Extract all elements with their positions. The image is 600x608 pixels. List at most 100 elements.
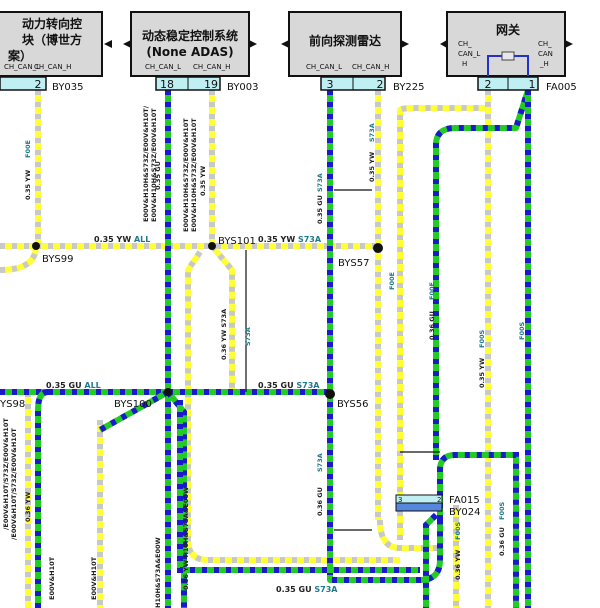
vlabel-esc-gu: 0.35 GU — [154, 161, 162, 190]
vlabel-radar-gu-code: S73A — [316, 173, 324, 192]
esc-pin-a: 18 — [160, 78, 174, 91]
vlabel-mid-yw-code: F00E — [388, 272, 396, 290]
gateway-can-l-c: H — [462, 60, 467, 68]
wire-label-mid-left: 0.35 GU ALL — [46, 381, 101, 390]
radar-pin-a: 3 — [327, 78, 334, 91]
vlabel-left-yw: 0.36 YW — [24, 492, 32, 522]
esc-can-l: CH_CAN_L — [145, 63, 181, 71]
resistor-icon — [487, 51, 529, 76]
vlabel-center-yw-code: F00S — [478, 330, 486, 348]
label-bys56: BYS56 — [337, 399, 369, 410]
vlabel-left-long-b: /E00V&H10T/S73Z/E00V&H10T — [10, 428, 18, 540]
vlabel-radar-gu: 0.35 GU — [316, 195, 324, 224]
vlabel-lower-yw-code: F00S — [454, 522, 462, 540]
wire-dash — [327, 90, 443, 583]
vlabel-right-gu: 0.36 GU — [428, 311, 436, 340]
inline-pin-b: 2 — [437, 496, 441, 504]
gateway-pin-a: 2 — [485, 78, 492, 91]
esc-title-line1: 动态稳定控制系统 — [142, 28, 238, 43]
vlabel-left-long-a: /E00V&H10T/S73Z/E00V&H10T — [2, 418, 10, 530]
gateway-can-h-a: CH_ — [538, 40, 552, 48]
vlabel-lower-yw: 0.36 YW — [454, 550, 462, 580]
vlabel-lower-radar-code: S73A — [316, 453, 324, 472]
eps-title-line3: 案） — [7, 48, 32, 63]
eps-title-line2: 块（博世方 — [22, 32, 82, 47]
wire-dash — [185, 250, 400, 563]
eps-arrow-icon — [104, 40, 112, 48]
gateway-can-h-b: CAN — [538, 50, 553, 58]
vlabel-s73a: S73A — [244, 327, 252, 346]
vlabel-right-gu-code: F00S — [518, 322, 526, 340]
wire-base — [209, 244, 235, 394]
wire-label-top-right: 0.35 YW S73A — [258, 235, 322, 244]
module-gateway[interactable]: 网关 CH_ CAN_L H CH_ CAN _H 2 1 FA005 — [440, 11, 577, 93]
wire-dash — [377, 519, 440, 551]
wire-dash — [177, 400, 420, 573]
radar-arrow-right-icon — [401, 40, 409, 48]
vlabel-esc-long-a: E00V&H10H&S73Z/E00V&H10T/ — [142, 105, 150, 222]
splice-bys99 — [32, 242, 40, 250]
eps-connector: BY035 — [52, 82, 84, 93]
wire-dash — [397, 90, 491, 540]
radar-can-l: CH_CAN_L — [306, 63, 342, 71]
module-radar[interactable]: 前向探测雷达 CH_CAN_L CH_CAN_H 3 2 BY225 — [281, 11, 425, 93]
vlabel-eps-yw: 0.35 YW — [24, 170, 32, 200]
vertical-labels: 0.35 YW F00E E00V&H10H&S73Z/E00V&H10T/ E… — [2, 105, 526, 608]
gateway-pin-b: 1 — [529, 78, 536, 91]
vlabel-bot-yw-code: E00V&H10T — [48, 556, 56, 600]
vlabel-radar-yw-code: S73A — [368, 123, 376, 142]
gateway-can-h-c: _H — [539, 60, 549, 68]
eps-can-l: CH_CAN_L — [4, 63, 40, 71]
wire-label-bottom: 0.35 GU S73A — [276, 585, 338, 594]
radar-arrow-left-icon — [281, 40, 289, 48]
wire-dash — [35, 389, 49, 608]
vlabel-mid-gu-code: F00E — [428, 282, 436, 300]
vlabel-center-yw: 0.35 YW — [478, 358, 486, 388]
vlabel-yw-s73a: 0.36 YW S73A — [220, 309, 228, 360]
vlabel-radar-yw: 0.35 YW — [368, 152, 376, 182]
inline-pin-a: 3 — [398, 496, 402, 504]
esc-title-line2: (None ADAS) — [146, 45, 233, 59]
radar-pin-b: 2 — [377, 78, 384, 91]
gateway-arrow-left-icon — [440, 40, 447, 48]
inline-connector[interactable]: 3 2 FA015 BY024 — [395, 494, 481, 518]
eps-can-h: CH_CAN_H — [34, 63, 71, 71]
vlabel-bot-code2: E00V&H10T — [90, 556, 98, 600]
splice-dots — [32, 242, 383, 399]
gateway-can-l-b: CAN_L — [458, 50, 480, 58]
vlabel-lower-gu-code: F00S — [498, 502, 506, 520]
vlabel-esc-yw: 0.35 YW — [199, 166, 207, 196]
radar-connector: BY225 — [393, 82, 425, 93]
vlabel-esc-long-b: E00V&H10H&S73Z/E00V&H10T — [150, 108, 158, 222]
label-bys99: BYS99 — [42, 254, 74, 265]
gateway-arrow-right-icon — [565, 40, 573, 48]
label-bys101: BYS101 — [218, 236, 256, 247]
eps-pin: 2 — [35, 78, 42, 91]
gateway-connector: FA005 — [546, 82, 577, 93]
wire-dash — [98, 389, 170, 433]
wire-label-top-left: 0.35 YW ALL — [94, 235, 150, 244]
label-bys57: BYS57 — [338, 258, 370, 269]
inline-conn-a: FA015 — [449, 495, 480, 506]
splice-bys100 — [164, 388, 172, 396]
gateway-title: 网关 — [496, 22, 520, 37]
wire-dash — [165, 390, 187, 608]
wire-dash — [423, 512, 439, 608]
splice-bys57 — [373, 243, 383, 253]
esc-connector: BY003 — [227, 82, 259, 93]
splice-bys56 — [325, 389, 335, 399]
wires-layer — [0, 89, 531, 608]
esc-arrow-right-icon — [249, 40, 257, 48]
esc-can-h: CH_CAN_H — [193, 63, 230, 71]
wire-label-mid-right: 0.35 GU S73A — [258, 381, 320, 390]
vlabel-esc-long-c: E00V&H10H&S73Z/E00V&H10T — [182, 118, 190, 232]
vlabel-lower-gu: 0.36 GU — [498, 527, 506, 556]
module-esc[interactable]: 动态稳定控制系统 (None ADAS) CH_CAN_L CH_CAN_H 1… — [123, 11, 259, 93]
module-eps[interactable]: 动力转向控 块（博世方 案） CH_CAN_L CH_CAN_H 2 BY035 — [0, 11, 112, 93]
wire-base — [433, 89, 531, 460]
vlabel-bot-b: H10H&S73A&E00W — [154, 537, 162, 608]
wire-base — [0, 245, 39, 273]
esc-pin-b: 19 — [204, 78, 218, 91]
label-bys100: BYS100 — [114, 399, 152, 410]
vlabel-lower-radar-gu: 0.36 GU — [316, 487, 324, 516]
